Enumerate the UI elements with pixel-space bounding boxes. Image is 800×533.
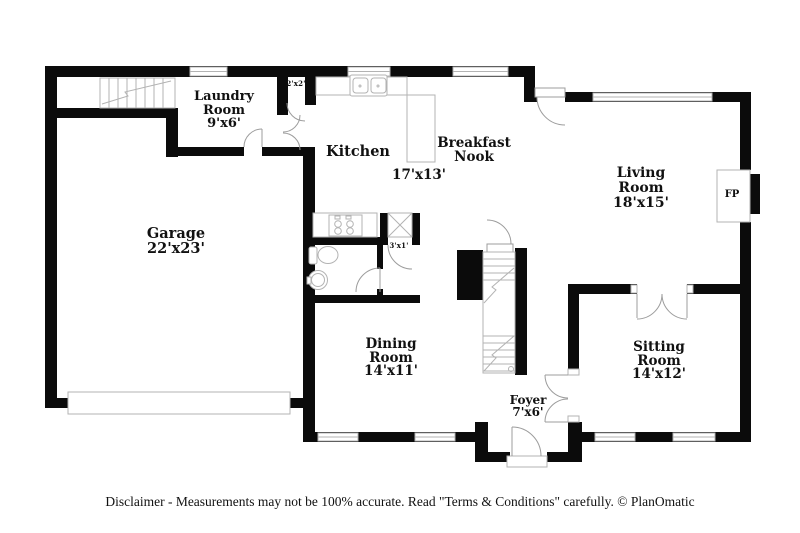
- front-door: [506, 426, 548, 468]
- kitchen-peninsula-counter: [406, 94, 436, 163]
- wall-segment: [524, 92, 537, 102]
- wall-segment: [305, 66, 316, 105]
- wall-segment: [45, 66, 535, 77]
- wall-segment: [262, 147, 307, 156]
- wall-segment: [377, 289, 383, 296]
- wall-segment: [45, 66, 57, 407]
- closet-label-2x2: 2'x2': [286, 79, 306, 88]
- window: [414, 432, 456, 442]
- wall-segment: [475, 452, 510, 462]
- kitchen-sink: [349, 74, 388, 97]
- wall-segment: [303, 237, 383, 245]
- window: [594, 432, 636, 442]
- wall-segment: [524, 66, 535, 102]
- fireplace-bump: [750, 174, 760, 214]
- wall-segment: [380, 213, 388, 245]
- wall-segment: [568, 422, 582, 455]
- wall-segment: [303, 295, 420, 303]
- window: [189, 66, 228, 77]
- room-label-kitchen: Kitchen: [326, 143, 390, 160]
- wall-segment: [568, 284, 579, 375]
- wall-segment: [740, 222, 751, 442]
- room-label-garage: Garage 22'x23': [146, 225, 206, 257]
- pantry-closet: [387, 212, 413, 238]
- windows: [189, 66, 716, 442]
- fixtures: [67, 74, 751, 415]
- wall-segment: [580, 432, 750, 442]
- room-label-living: Living Room 18'x15': [613, 165, 669, 211]
- wall-segment: [277, 66, 288, 115]
- wall-segment: [303, 432, 488, 442]
- stair-block: [457, 250, 483, 300]
- fireplace-box: [716, 169, 751, 223]
- window: [672, 432, 716, 442]
- staircase-main: [482, 251, 516, 374]
- garage-laundry-door: [243, 128, 263, 148]
- window: [592, 92, 713, 102]
- window: [317, 432, 359, 442]
- closet-door: [286, 102, 306, 122]
- double-door-living-sitting: [630, 284, 694, 320]
- room-label-dining: Dining Room 14'x11': [364, 336, 418, 379]
- stair-door: [486, 219, 514, 253]
- wall-segment: [412, 213, 420, 245]
- staircase-basement: [99, 77, 176, 109]
- disclaimer-text: Disclaimer - Measurements may not be 100…: [105, 494, 695, 509]
- laundry-double-door: [282, 114, 301, 151]
- room-label-sitting: Sitting Room 14'x12': [632, 339, 686, 382]
- room-label-laundry: Laundry Room 9'x6': [194, 89, 254, 131]
- wall-segment: [166, 108, 178, 157]
- closet-label-3x1: 3'x1': [389, 241, 409, 250]
- window: [452, 66, 509, 77]
- exterior-door: [534, 87, 566, 126]
- bathroom-door: [355, 267, 381, 293]
- garage-door: [67, 391, 291, 415]
- wall-segment: [515, 248, 527, 375]
- wall-segment: [45, 108, 178, 118]
- bathroom-sink: [306, 270, 328, 290]
- wall-segment: [377, 245, 383, 269]
- room-label-breakfast-nook: Breakfast Nook: [437, 135, 511, 165]
- wall-segment: [687, 284, 750, 294]
- doors: [243, 87, 694, 468]
- wall-segment: [568, 284, 637, 294]
- wall-segment: [166, 147, 244, 156]
- room-dim-kitchen: 17'x13': [392, 167, 446, 183]
- fireplace-label: FP: [724, 189, 740, 200]
- room-label-foyer: Foyer 7'x6': [509, 393, 547, 419]
- double-door-foyer-sitting: [544, 368, 580, 423]
- wall-segment: [740, 92, 751, 170]
- wall-segment: [303, 147, 315, 442]
- wall-segment: [547, 452, 582, 462]
- toilet: [308, 246, 339, 265]
- pantry-door: [387, 244, 413, 270]
- stove: [312, 212, 378, 238]
